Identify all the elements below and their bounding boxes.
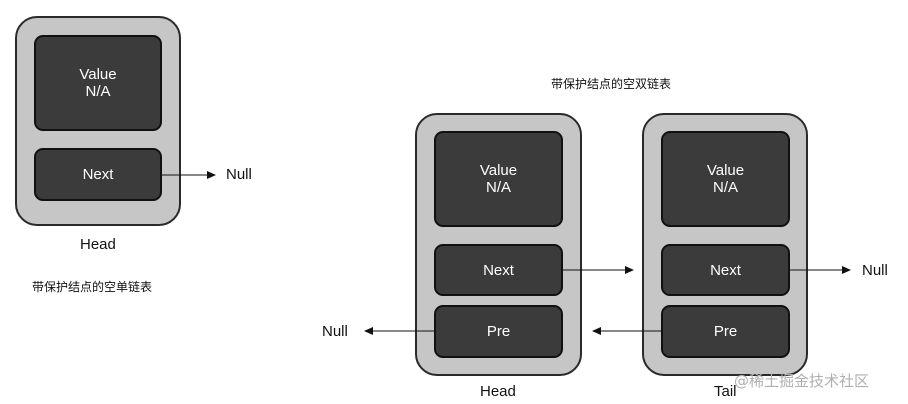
- next-label: Next: [82, 166, 114, 183]
- head-pre-null-arrow: [364, 327, 434, 335]
- head-next-cell: Next: [434, 244, 563, 296]
- single-value-cell: Value N/A: [34, 35, 162, 131]
- head-value-cell: Value N/A: [434, 131, 563, 227]
- value-label: Value: [706, 162, 745, 179]
- pre-label: Pre: [486, 323, 511, 340]
- double-list-caption: 带保护结点的空双链表: [551, 77, 672, 91]
- value-text: N/A: [485, 179, 511, 196]
- single-next-arrow: [162, 171, 216, 179]
- tail-pre-cell: Pre: [661, 305, 790, 358]
- single-list-caption: 带保护结点的空单链表: [32, 280, 153, 294]
- single-next-cell: Next: [34, 148, 162, 201]
- value-text: N/A: [712, 179, 738, 196]
- double-tail-label: Tail: [714, 383, 737, 400]
- tail-next-cell: Next: [661, 244, 790, 296]
- next-label: Next: [710, 261, 741, 279]
- next-label: Next: [483, 261, 514, 279]
- pre-label: Pre: [713, 323, 738, 340]
- value-label: Value: [79, 66, 117, 83]
- tail-value-cell: Value N/A: [661, 131, 790, 227]
- double-null-left-label: Null: [322, 323, 348, 340]
- single-null-label: Null: [226, 166, 252, 183]
- double-null-right-label: Null: [862, 262, 888, 279]
- watermark: @稀土掘金技术社区: [734, 372, 870, 390]
- head-pre-cell: Pre: [434, 305, 563, 358]
- tail-to-head-arrow: [592, 327, 661, 335]
- head-to-tail-arrow: [563, 266, 634, 274]
- double-head-label: Head: [480, 383, 516, 400]
- single-head-label: Head: [80, 236, 116, 253]
- tail-next-null-arrow: [790, 266, 851, 274]
- value-label: Value: [479, 162, 518, 179]
- value-text: N/A: [85, 83, 111, 100]
